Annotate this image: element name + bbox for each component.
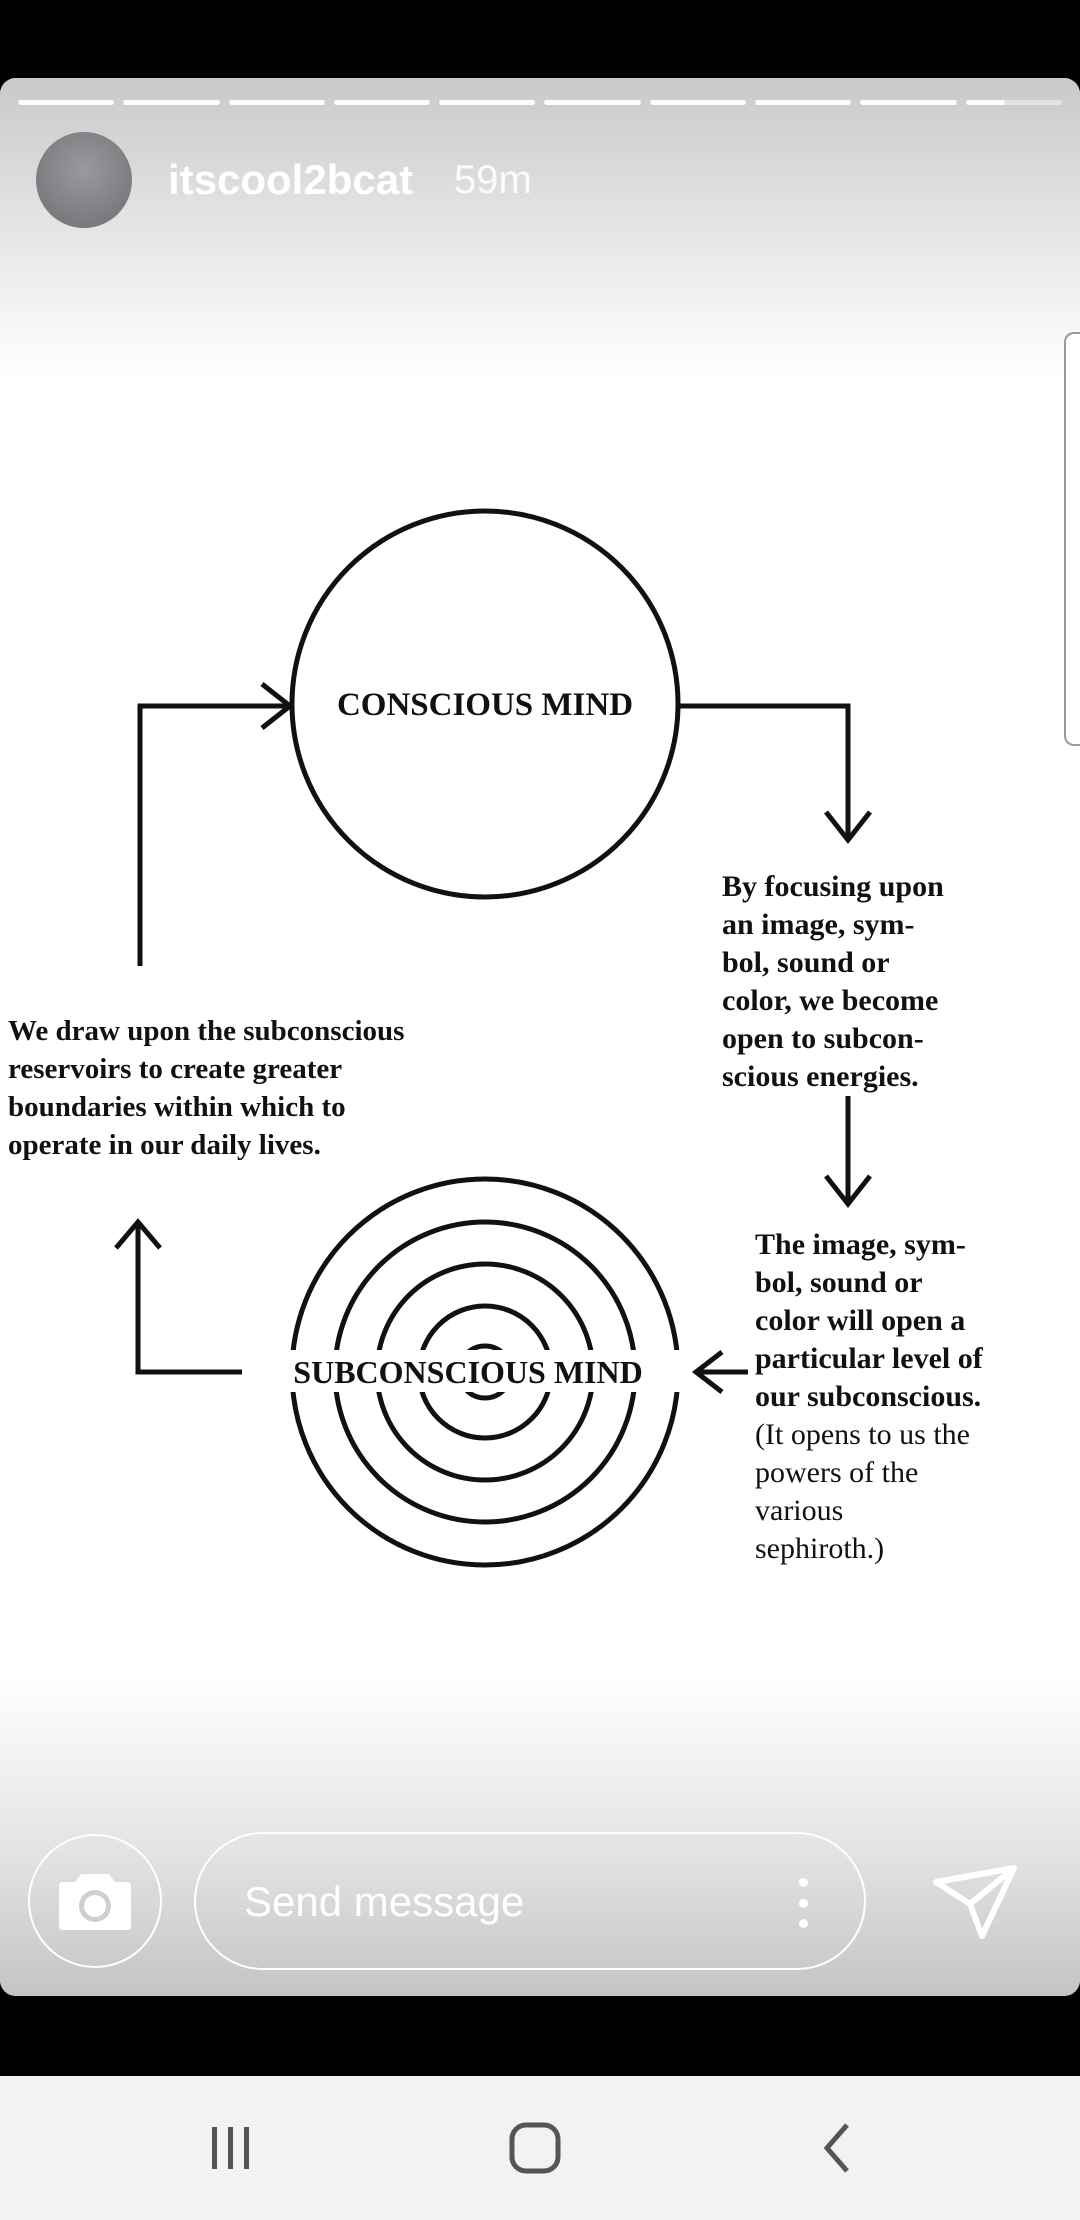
top-gradient [0,78,1080,378]
subconscious-mind-label: SUBCONSCIOUS MIND [293,1354,642,1390]
right-bottom-text: The image, sym- bol, sound or color will… [755,1228,984,1565]
svg-text:sephiroth.): sephiroth.) [755,1532,884,1565]
svg-text:open to subcon-: open to subcon- [722,1022,924,1055]
story-viewer[interactable]: CONSCIOUS MIND SUBCONSCIOUS MIND By focu… [0,78,1080,1996]
arrow-conscious-to-text [678,703,851,836]
svg-text:color, we become: color, we become [722,984,938,1017]
svg-text:We draw upon the subconscious: We draw upon the subconscious [8,1015,404,1047]
svg-text:bol, sound or: bol, sound or [755,1266,923,1299]
story-progress-segment [544,100,641,105]
home-button[interactable] [500,2116,570,2180]
story-progress-segment [755,100,852,105]
story-progress [18,100,1062,105]
back-icon [823,2123,849,2173]
arrow-subconscious-to-text [135,1226,242,1375]
story-username[interactable]: itscool2bcat [168,156,414,203]
story-progress-segment [333,100,431,105]
send-message-input[interactable]: Send message [194,1832,866,1970]
svg-text:The image, sym-: The image, sym- [755,1228,966,1261]
recents-icon [212,2127,249,2169]
recents-button[interactable] [196,2116,266,2180]
conscious-mind-label: CONSCIOUS MIND [337,687,633,723]
arrow-text-to-conscious [137,703,286,966]
more-options-button[interactable] [796,1878,810,1928]
svg-text:By focusing upon: By focusing upon [722,870,944,903]
story-progress-segment [860,100,957,105]
camera-icon [59,1874,131,1930]
story-progress-segment [123,100,220,105]
svg-text:bol, sound or: bol, sound or [722,946,890,979]
story-progress-segment [228,100,325,105]
more-vertical-icon [798,1878,808,1887]
story-diagram: CONSCIOUS MIND SUBCONSCIOUS MIND By focu… [8,508,984,1568]
svg-text:reservoirs to create greater: reservoirs to create greater [8,1053,342,1085]
bottom-gradient [0,1676,1080,1996]
left-text: We draw upon the subconscious reservoirs… [8,1015,404,1161]
back-button[interactable] [802,2116,872,2180]
svg-text:various: various [755,1494,843,1527]
story-progress-segment [439,100,536,105]
svg-text:(It opens to us the: (It opens to us the [755,1418,970,1451]
send-message-placeholder: Send message [244,1878,525,1925]
svg-text:powers of the: powers of the [755,1456,918,1489]
subconscious-label-backdrop [252,1350,682,1392]
svg-text:our subconscious.: our subconscious. [755,1380,981,1413]
story-progress-segment [965,100,1062,105]
status-bar [0,0,1080,78]
right-top-text: By focusing upon an image, sym- bol, sou… [722,870,944,1093]
svg-text:particular level of: particular level of [755,1342,984,1375]
send-icon[interactable] [930,1862,1020,1942]
navigation-bar [0,2076,1080,2220]
svg-text:boundaries within which to: boundaries within which to [8,1091,346,1123]
home-icon [509,2122,561,2174]
svg-text:an image, sym-: an image, sym- [722,908,914,941]
svg-text:operate in our daily lives.: operate in our daily lives. [8,1129,321,1161]
avatar[interactable] [36,132,132,228]
story-progress-segment [18,100,115,105]
svg-text:color will open a: color will open a [755,1304,965,1337]
side-edge-handle[interactable] [1064,332,1080,746]
camera-button[interactable] [28,1834,162,1968]
story-progress-segment [649,100,747,105]
svg-text:scious energies.: scious energies. [722,1060,919,1093]
story-time: 59m [454,158,532,202]
